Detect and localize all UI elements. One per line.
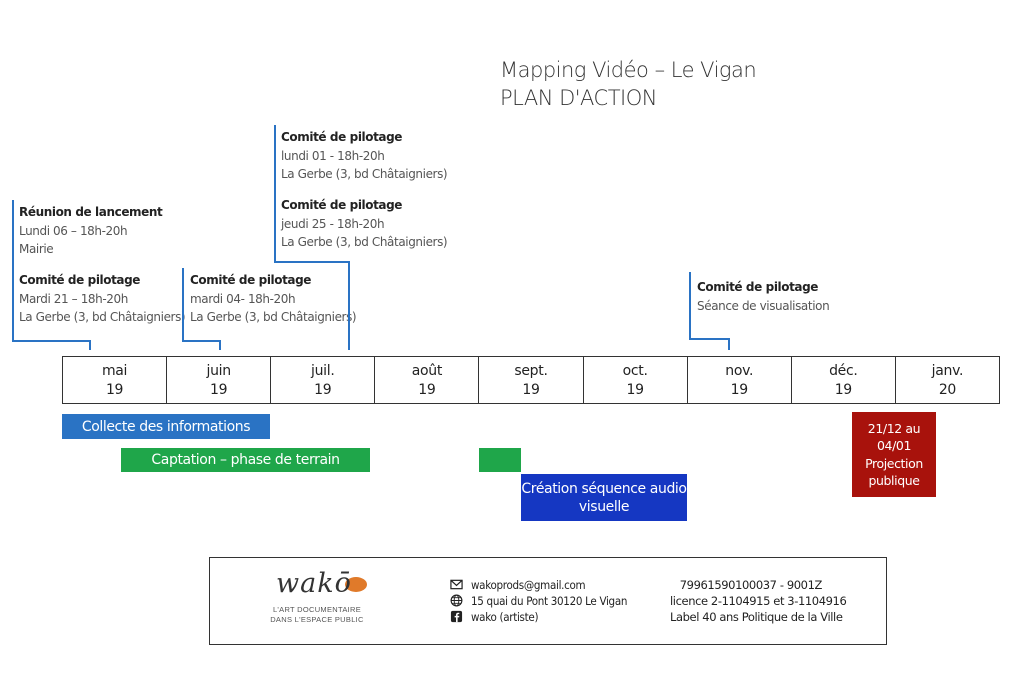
task-collecte-label: Collecte des informations bbox=[81, 418, 251, 435]
contact-facebook-text: wako (artiste) bbox=[471, 610, 539, 624]
task-projection-label-3: Projection bbox=[865, 455, 923, 471]
event-tick-juin bbox=[219, 340, 221, 350]
month-year: 19 bbox=[522, 382, 540, 398]
month-year: 20 bbox=[938, 382, 957, 398]
event-lancement-title: Réunion de lancement bbox=[19, 205, 163, 219]
event-copil-nov-desc: Séance de visualisation bbox=[697, 298, 830, 313]
event-copil-mai-date: Mardi 21 – 18h-20h bbox=[19, 291, 128, 306]
month-label: août bbox=[411, 363, 443, 379]
month-year: 19 bbox=[314, 382, 332, 398]
event-copil-mai: Comité de pilotage Mardi 21 – 18h-20h La… bbox=[19, 271, 186, 327]
month-year: 19 bbox=[626, 382, 644, 398]
logo: wakō bbox=[276, 568, 352, 599]
event-copil-nov: Comité de pilotage Séance de visualisati… bbox=[697, 278, 830, 315]
event-tick-juil bbox=[348, 261, 350, 350]
legal-block: 79961590100037 - 9001Z licence 2-1104915… bbox=[670, 577, 847, 625]
contact-address-text: 15 quai du Pont 30120 Le Vigan bbox=[471, 594, 628, 608]
month-cell: déc. 19 bbox=[792, 357, 896, 403]
event-copil-juil-1-place: La Gerbe (3, bd Châtaigniers) bbox=[281, 167, 448, 181]
contact-block: wakoprods@gmail.com 15 quai du Pont 3012… bbox=[450, 577, 627, 625]
event-lancement-place: Mairie bbox=[19, 242, 54, 256]
month-cell: nov. 19 bbox=[688, 357, 792, 403]
event-copil-juil-2: Comité de pilotage jeudi 25 - 18h-20h La… bbox=[281, 196, 448, 252]
month-cell: mai 19 bbox=[63, 357, 168, 403]
month-year: 19 bbox=[418, 382, 436, 398]
contact-email[interactable]: wakoprods@gmail.com bbox=[450, 577, 627, 593]
month-label: juil. bbox=[311, 363, 335, 379]
month-cell: août 19 bbox=[375, 357, 480, 403]
event-copil-juin-place: La Gerbe (3, bd Châtaigniers) bbox=[190, 310, 357, 324]
legal-label: Label 40 ans Politique de la Ville bbox=[670, 610, 843, 624]
task-captation-label: Captation – phase de terrain bbox=[151, 452, 340, 468]
month-year: 19 bbox=[730, 382, 749, 398]
task-collecte: Collecte des informations bbox=[62, 414, 270, 439]
month-year: 19 bbox=[210, 382, 228, 398]
page-title: Mapping Vidéo – Le Vigan PLAN D'ACTION bbox=[500, 56, 757, 112]
envelope-icon bbox=[450, 579, 463, 590]
event-copil-mai-title: Comité de pilotage bbox=[19, 273, 141, 287]
title-line-2: PLAN D'ACTION bbox=[500, 86, 657, 110]
event-bracket-juil bbox=[274, 125, 350, 263]
month-cell: sept. 19 bbox=[479, 357, 584, 403]
month-cell: juil. 19 bbox=[271, 357, 376, 403]
event-copil-mai-place: La Gerbe (3, bd Châtaigniers) bbox=[19, 310, 186, 324]
task-projection-label-1: 21/12 au bbox=[867, 420, 921, 436]
task-creation-label-2: visuelle bbox=[578, 498, 630, 515]
month-label: déc. bbox=[829, 363, 858, 379]
task-projection-label-2: 04/01 bbox=[876, 438, 912, 453]
month-label: mai bbox=[101, 363, 128, 379]
facebook-icon bbox=[450, 610, 463, 623]
month-label: janv. bbox=[931, 363, 964, 379]
event-bracket-nov bbox=[689, 272, 730, 340]
month-label: juin bbox=[206, 363, 232, 379]
contact-facebook[interactable]: wako (artiste) bbox=[450, 609, 627, 625]
event-tick-mai bbox=[89, 340, 91, 350]
event-copil-juil-1-date: lundi 01 - 18h-20h bbox=[281, 148, 385, 163]
month-label: nov. bbox=[725, 363, 754, 379]
task-projection-label-4: publique bbox=[868, 473, 920, 488]
event-copil-juil-1-title: Comité de pilotage bbox=[281, 130, 403, 144]
event-copil-nov-title: Comité de pilotage bbox=[697, 280, 819, 294]
event-copil-juil-1: Comité de pilotage lundi 01 - 18h-20h La… bbox=[281, 128, 448, 184]
task-creation: Création séquence audio visuelle bbox=[521, 474, 687, 521]
month-label: sept. bbox=[514, 363, 548, 379]
month-label: oct. bbox=[622, 363, 648, 379]
contact-email-text: wakoprods@gmail.com bbox=[471, 578, 586, 592]
event-tick-nov bbox=[728, 338, 730, 350]
month-cell: janv. 20 bbox=[896, 357, 999, 403]
legal-licence: licence 2-1104915 et 3-1104916 bbox=[670, 594, 847, 608]
month-cell: oct. 19 bbox=[584, 357, 688, 403]
month-year: 19 bbox=[105, 382, 124, 398]
event-lancement-date: Lundi 06 – 18h-20h bbox=[19, 223, 128, 238]
title-line-1: Mapping Vidéo – Le Vigan bbox=[500, 58, 757, 82]
logo-mark bbox=[345, 577, 367, 592]
event-bracket-mai bbox=[12, 200, 91, 342]
task-captation: Captation – phase de terrain bbox=[121, 448, 370, 472]
logo-tagline: L'ART DOCUMENTAIRE DANS L'ESPACE PUBLIC bbox=[262, 605, 372, 625]
task-captation-2 bbox=[479, 448, 521, 472]
contact-address: 15 quai du Pont 30120 Le Vigan bbox=[450, 593, 627, 609]
task-creation-label-1: Création séquence audio bbox=[521, 480, 687, 497]
event-copil-juil-2-date: jeudi 25 - 18h-20h bbox=[281, 216, 385, 231]
globe-icon bbox=[450, 594, 463, 607]
task-projection: 21/12 au 04/01 Projection publique bbox=[852, 412, 936, 497]
legal-siret: 79961590100037 - 9001Z bbox=[679, 578, 823, 592]
event-copil-juil-2-title: Comité de pilotage bbox=[281, 198, 403, 212]
event-lancement: Réunion de lancement Lundi 06 – 18h-20h … bbox=[19, 203, 163, 259]
logo-tagline-2: DANS L'ESPACE PUBLIC bbox=[270, 615, 364, 624]
event-copil-juil-2-place: La Gerbe (3, bd Châtaigniers) bbox=[281, 235, 448, 249]
event-copil-juin-date: mardi 04- 18h-20h bbox=[190, 291, 296, 306]
month-year: 19 bbox=[834, 382, 853, 398]
month-cell: juin 19 bbox=[167, 357, 272, 403]
event-bracket-juin bbox=[182, 268, 221, 342]
logo-tagline-1: L'ART DOCUMENTAIRE bbox=[272, 605, 362, 614]
timeline: mai 19 juin 19 juil. 19 août 19 sept. 19 oct.… bbox=[62, 356, 1000, 404]
footer-box bbox=[209, 557, 887, 645]
event-copil-juin-title: Comité de pilotage bbox=[190, 273, 312, 287]
event-copil-juin: Comité de pilotage mardi 04- 18h-20h La … bbox=[190, 271, 357, 327]
